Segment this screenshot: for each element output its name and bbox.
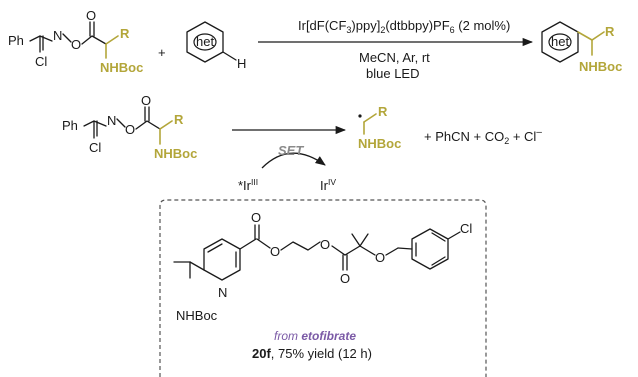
ir-iii-label: *IrIII bbox=[238, 177, 258, 193]
mech-chloro-label: Cl bbox=[89, 140, 101, 155]
mech-phenyl-label: Ph bbox=[62, 118, 78, 133]
conditions-light: blue LED bbox=[366, 66, 419, 81]
carbonyl-oxygen: O bbox=[86, 8, 96, 23]
mech-nitrogen-label: N bbox=[107, 113, 116, 128]
etofibrate-product-structure: N NHBoc O O O O O Cl bbox=[173, 210, 472, 323]
ir-iv-label: IrIV bbox=[320, 177, 336, 193]
mech-oxygen-label: O bbox=[125, 122, 135, 137]
radical-nhboc-label: NHBoc bbox=[358, 136, 401, 151]
nhboc-label: NHBoc bbox=[100, 60, 143, 75]
example-dashed-box bbox=[159, 199, 487, 377]
product-nhboc-label: NHBoc bbox=[579, 59, 622, 74]
ester1-carbonyl-oxygen: O bbox=[251, 210, 261, 225]
set-curved-arrow bbox=[261, 152, 326, 169]
catalyst-text: Ir[dF(CF3)ppy]2(dtbbpy)PF6 (2 mol%) bbox=[298, 18, 510, 35]
pyridine-nitrogen: N bbox=[218, 285, 227, 300]
radical-r-label: R bbox=[378, 104, 388, 119]
nitrogen-label: N bbox=[53, 28, 62, 43]
conditions-solvent: MeCN, Ar, rt bbox=[359, 50, 430, 65]
ether-oxygen: O bbox=[375, 250, 385, 265]
product: het R NHBoc bbox=[541, 21, 622, 74]
ester2-carbonyl-oxygen: O bbox=[340, 271, 350, 286]
alpha-amino-radical: R NHBoc bbox=[358, 104, 401, 151]
ester2-oxygen: O bbox=[320, 237, 330, 252]
mech-r-label: R bbox=[174, 112, 184, 127]
example-nhboc-label: NHBoc bbox=[176, 308, 218, 323]
product-het-label: het bbox=[551, 34, 569, 49]
byproducts-text: + PhCN + CO2 + Cl– bbox=[424, 127, 542, 146]
product-r-label: R bbox=[605, 24, 615, 39]
chloro-label: Cl bbox=[35, 54, 47, 69]
oxygen-label: O bbox=[71, 37, 81, 52]
from-etofibrate-caption: from etofibrate bbox=[274, 329, 356, 343]
het-label: het bbox=[196, 34, 214, 49]
phenyl-label: Ph bbox=[8, 33, 24, 48]
mech-carbonyl-oxygen: O bbox=[141, 93, 151, 108]
mechanism-substrate: Ph Cl N O O R NHBoc bbox=[62, 93, 197, 161]
set-label: SET bbox=[278, 143, 304, 158]
r-group-label: R bbox=[120, 26, 130, 41]
ester1-oxygen: O bbox=[270, 244, 280, 259]
compound-yield-caption: 20f, 75% yield (12 h) bbox=[252, 346, 372, 361]
hydrogen-label: H bbox=[237, 56, 246, 71]
heteroarene-reactant: het H bbox=[186, 21, 246, 71]
oxime-ester-reactant: Ph Cl N O O R NHBoc bbox=[8, 8, 143, 75]
aryl-chloro-label: Cl bbox=[460, 221, 472, 236]
plus-sign: + bbox=[158, 45, 166, 60]
mech-nhboc-label: NHBoc bbox=[154, 146, 197, 161]
